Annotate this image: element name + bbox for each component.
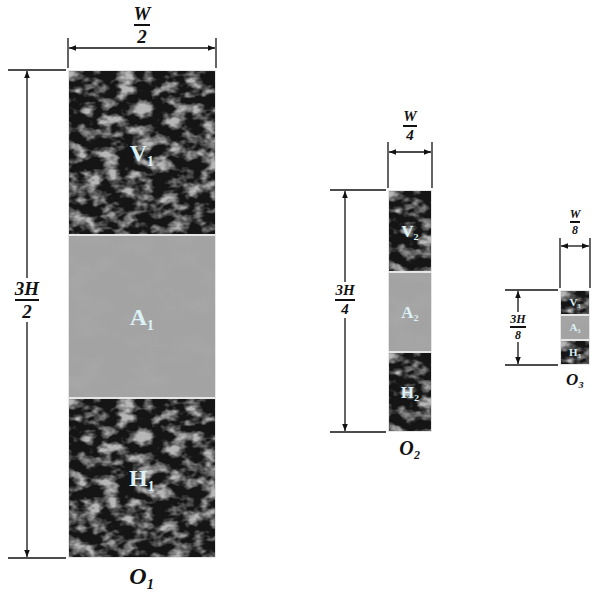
dimension-fraction: 3H4: [333, 282, 356, 318]
dimension-fraction: 3H2: [13, 278, 41, 322]
dimension-fraction: 3H8: [508, 312, 527, 342]
fraction-bar: [335, 299, 354, 301]
dimension-numerator: 3H: [335, 283, 354, 298]
scale-column: O₁V₁A₁H₁: [68, 70, 216, 558]
fraction-bar: [510, 326, 525, 328]
dimension-denominator: 8: [572, 224, 578, 236]
subband-box: V₁: [68, 70, 216, 235]
dimension-numerator: W: [134, 4, 151, 23]
fraction-bar: [134, 24, 151, 26]
subband-box: A₂: [388, 272, 432, 352]
scale-column: O₃V₃A₃H₃: [560, 290, 590, 365]
subband-label: H₃: [569, 347, 581, 358]
fraction-bar: [15, 299, 39, 301]
scale-column: O₂V₂A₂H₂: [388, 190, 432, 432]
subband-box: V₂: [388, 190, 432, 272]
dimension-numerator: 3H: [510, 313, 525, 325]
subband-box: A₁: [68, 235, 216, 398]
dimension-numerator: W: [403, 109, 416, 124]
subband-box: H₃: [560, 340, 590, 365]
dimension-denominator: 4: [341, 302, 349, 317]
fraction-bar: [403, 125, 416, 127]
subband-box: H₂: [388, 352, 432, 432]
subband-label: A₂: [401, 304, 418, 321]
dimension-numerator: 3H: [15, 279, 39, 298]
dimension-numerator: W: [570, 208, 581, 220]
subband-label: A₃: [569, 322, 580, 333]
dimension-denominator: 8: [515, 329, 521, 341]
dimension-fraction: W8: [568, 207, 583, 237]
scale-label: O₁: [129, 564, 155, 588]
dimension-fraction: W2: [132, 3, 153, 47]
dimension-denominator: 4: [406, 128, 414, 143]
subband-label: H₂: [401, 384, 419, 401]
subband-box: V₃: [560, 290, 590, 315]
subband-label: V₂: [401, 223, 418, 240]
dimension-denominator: 2: [137, 27, 147, 46]
subband-label: V₁: [130, 141, 155, 165]
scale-label: O₃: [566, 371, 584, 388]
subband-box: H₁: [68, 398, 216, 558]
dimension-denominator: 2: [22, 302, 32, 321]
scale-label: O₂: [399, 438, 420, 458]
dimension-fraction: W4: [401, 108, 418, 144]
fraction-bar: [570, 221, 581, 223]
subband-label: A₁: [130, 305, 155, 329]
subband-label: V₃: [569, 297, 580, 308]
subband-label: H₁: [129, 466, 155, 490]
subband-box: A₃: [560, 315, 590, 340]
